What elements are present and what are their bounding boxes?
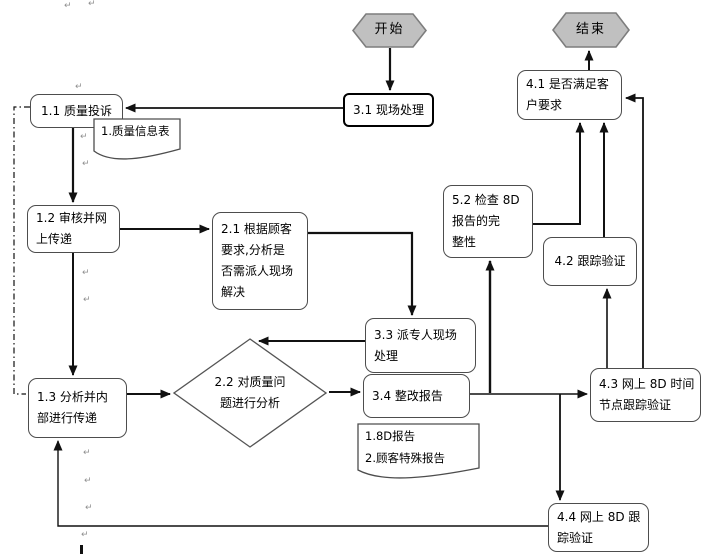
end-label: 结束 — [575, 21, 606, 37]
paragraph-mark-icon: ↵ — [80, 132, 88, 142]
node-box-4-3[interactable]: 4.3 网上 8D 时间 节点跟踪验证 — [590, 368, 701, 422]
start-label: 开始 — [374, 22, 405, 38]
box-4-4-label: 4.4 网上 8D 跟 踪验证 — [557, 509, 641, 545]
paragraph-mark-icon: ↵ — [84, 476, 92, 486]
box-5-2-label: 5.2 检查 8D 报告的完 整性 — [452, 193, 520, 249]
node-start[interactable]: 开始 — [352, 13, 427, 48]
doc-reports-shape — [357, 423, 480, 479]
diamond-2-2-shape — [173, 338, 327, 448]
cursor-bar — [80, 545, 83, 554]
node-box-1-3[interactable]: 1.3 分析并内 部进行传递 — [28, 378, 127, 438]
box-1-3-label: 1.3 分析并内 部进行传递 — [37, 390, 108, 425]
paragraph-mark-icon: ↵ — [82, 268, 90, 278]
paragraph-mark-icon: ↵ — [83, 448, 91, 458]
paragraph-mark-icon: ↵ — [82, 159, 90, 169]
edge-5-2-to-4-1 — [533, 122, 585, 225]
node-box-3-4[interactable]: 3.4 整改报告 — [363, 374, 470, 418]
node-box-5-2[interactable]: 5.2 检查 8D 报告的完 整性 — [443, 185, 533, 258]
diamond-2-2-label: 2.2 对质量问 题进行分析 — [214, 375, 286, 410]
node-doc-reports[interactable]: 1.8D报告 2.顾客特殊报告 — [357, 423, 480, 481]
node-box-4-1[interactable]: 4.1 是否满足客 户要求 — [517, 70, 622, 120]
edge-4-4-to-1-3 — [53, 440, 548, 527]
end-shape — [552, 12, 630, 48]
box-4-2-label: 4.2 跟踪验证 — [554, 254, 626, 268]
edge-2-1-to-3-3 — [308, 231, 417, 316]
edge-4-3-to-4-1 — [625, 93, 644, 368]
box-2-1-label: 2.1 根据顾客 要求,分析是 否需派人现场 解决 — [221, 222, 294, 299]
doc-quality-info-label: 1.质量信息表 — [101, 124, 170, 138]
doc-quality-info-shape — [93, 118, 181, 160]
box-3-1-label: 3.1 现场处理 — [353, 102, 424, 117]
node-box-1-2[interactable]: 1.2 审核并网 上传递 — [27, 205, 120, 253]
paragraph-mark-icon: ↵ — [88, 0, 96, 9]
node-box-4-4[interactable]: 4.4 网上 8D 跟 踪验证 — [548, 503, 649, 552]
node-box-3-3[interactable]: 3.3 派专人现场 处理 — [365, 318, 476, 373]
box-1-1-label: 1.1 质量投诉 — [41, 103, 112, 118]
paragraph-mark-icon: ↵ — [83, 295, 91, 305]
node-box-4-2[interactable]: 4.2 跟踪验证 — [543, 237, 637, 286]
box-4-3-label: 4.3 网上 8D 时间 节点跟踪验证 — [599, 377, 695, 412]
box-3-4-label: 3.4 整改报告 — [372, 388, 443, 403]
paragraph-mark-icon: ↵ — [81, 530, 89, 540]
paragraph-mark-icon: ↵ — [64, 1, 72, 11]
paragraph-mark-icon: ↵ — [85, 503, 93, 513]
node-end[interactable]: 结束 — [552, 12, 630, 48]
box-3-3-label: 3.3 派专人现场 处理 — [374, 327, 457, 363]
node-diamond-2-2[interactable]: 2.2 对质量问 题进行分析 — [173, 338, 327, 448]
paragraph-mark-icon: ↵ — [75, 82, 83, 92]
doc-reports-label: 1.8D报告 2.顾客特殊报告 — [365, 429, 445, 465]
box-4-1-label: 4.1 是否满足客 户要求 — [526, 77, 609, 112]
node-box-3-1[interactable]: 3.1 现场处理 — [343, 93, 434, 127]
node-doc-quality-info[interactable]: 1.质量信息表 — [93, 118, 181, 162]
node-box-2-1[interactable]: 2.1 根据顾客 要求,分析是 否需派人现场 解决 — [212, 212, 308, 310]
start-shape — [352, 13, 427, 48]
box-1-2-label: 1.2 审核并网 上传递 — [36, 211, 107, 246]
